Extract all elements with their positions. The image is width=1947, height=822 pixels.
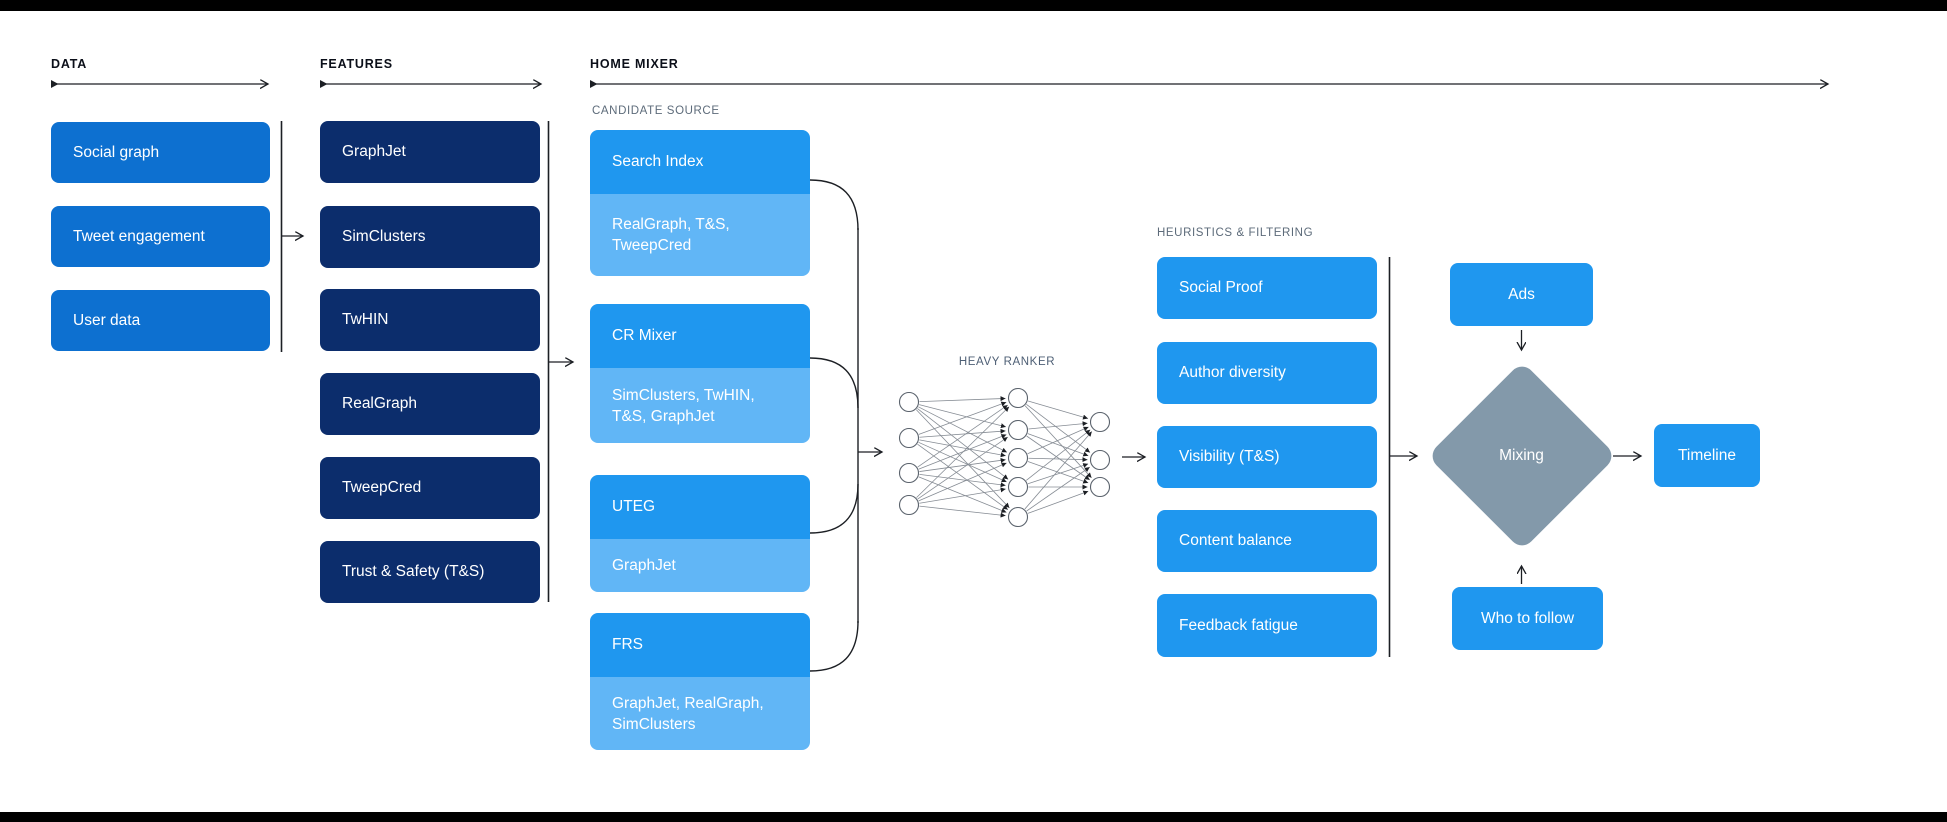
home-mixer-section-header: HOME MIXER xyxy=(590,57,679,71)
candidate-group-cr-mixer: CR Mixer SimClusters, TwHIN, T&S, GraphJ… xyxy=(590,304,810,443)
candidate-sources-cr-mixer: SimClusters, TwHIN, T&S, GraphJet xyxy=(590,368,810,443)
heavy-ranker-label: HEAVY RANKER xyxy=(958,356,1056,368)
candidate-merge-connectors xyxy=(809,179,859,672)
candidate-group-uteg: UTEG GraphJet xyxy=(590,475,810,592)
candidate-source-label: CANDIDATE SOURCE xyxy=(592,105,720,117)
candidate-sources-search-index: RealGraph, T&S, TweepCred xyxy=(590,194,810,276)
bottom-frame-bar xyxy=(0,812,1947,822)
header-rule-start-markers xyxy=(51,80,598,88)
feature-box-simclusters: SimClusters xyxy=(320,206,540,268)
flow-arrows xyxy=(281,236,1642,584)
candidate-sources-uteg: GraphJet xyxy=(590,539,810,592)
candidate-sources-frs: GraphJet, RealGraph, SimClusters xyxy=(590,677,810,750)
candidate-title-uteg: UTEG xyxy=(590,475,810,539)
timeline-box: Timeline xyxy=(1654,424,1760,487)
feature-box-trust-safety: Trust & Safety (T&S) xyxy=(320,541,540,603)
candidate-title-search-index: Search Index xyxy=(590,130,810,194)
feature-box-realgraph: RealGraph xyxy=(320,373,540,435)
heuristic-box-feedback-fatigue: Feedback fatigue xyxy=(1157,594,1377,657)
candidate-group-search-index: Search Index RealGraph, T&S, TweepCred xyxy=(590,130,810,276)
feature-box-twhin: TwHIN xyxy=(320,289,540,351)
heuristic-box-author-diversity: Author diversity xyxy=(1157,342,1377,404)
heuristic-box-social-proof: Social Proof xyxy=(1157,257,1377,319)
heuristic-box-content-balance: Content balance xyxy=(1157,510,1377,572)
candidate-title-cr-mixer: CR Mixer xyxy=(590,304,810,368)
data-box-social-graph: Social graph xyxy=(51,122,270,183)
heuristic-box-visibility: Visibility (T&S) xyxy=(1157,426,1377,488)
feature-box-graphjet: GraphJet xyxy=(320,121,540,183)
candidate-group-frs: FRS GraphJet, RealGraph, SimClusters xyxy=(590,613,810,750)
data-box-user-data: User data xyxy=(51,290,270,351)
features-section-header: FEATURES xyxy=(320,57,393,71)
data-section-header: DATA xyxy=(51,57,88,71)
top-frame-bar xyxy=(0,0,1947,11)
heavy-ranker-network xyxy=(898,387,1111,528)
heuristics-filtering-label: HEURISTICS & FILTERING xyxy=(1157,227,1314,239)
who-to-follow-box: Who to follow xyxy=(1452,587,1603,650)
ads-box: Ads xyxy=(1450,263,1593,326)
data-box-tweet-engagement: Tweet engagement xyxy=(51,206,270,267)
feature-box-tweepcred: TweepCred xyxy=(320,457,540,519)
candidate-title-frs: FRS xyxy=(590,613,810,677)
mixing-diamond-label: Mixing xyxy=(1499,447,1544,464)
